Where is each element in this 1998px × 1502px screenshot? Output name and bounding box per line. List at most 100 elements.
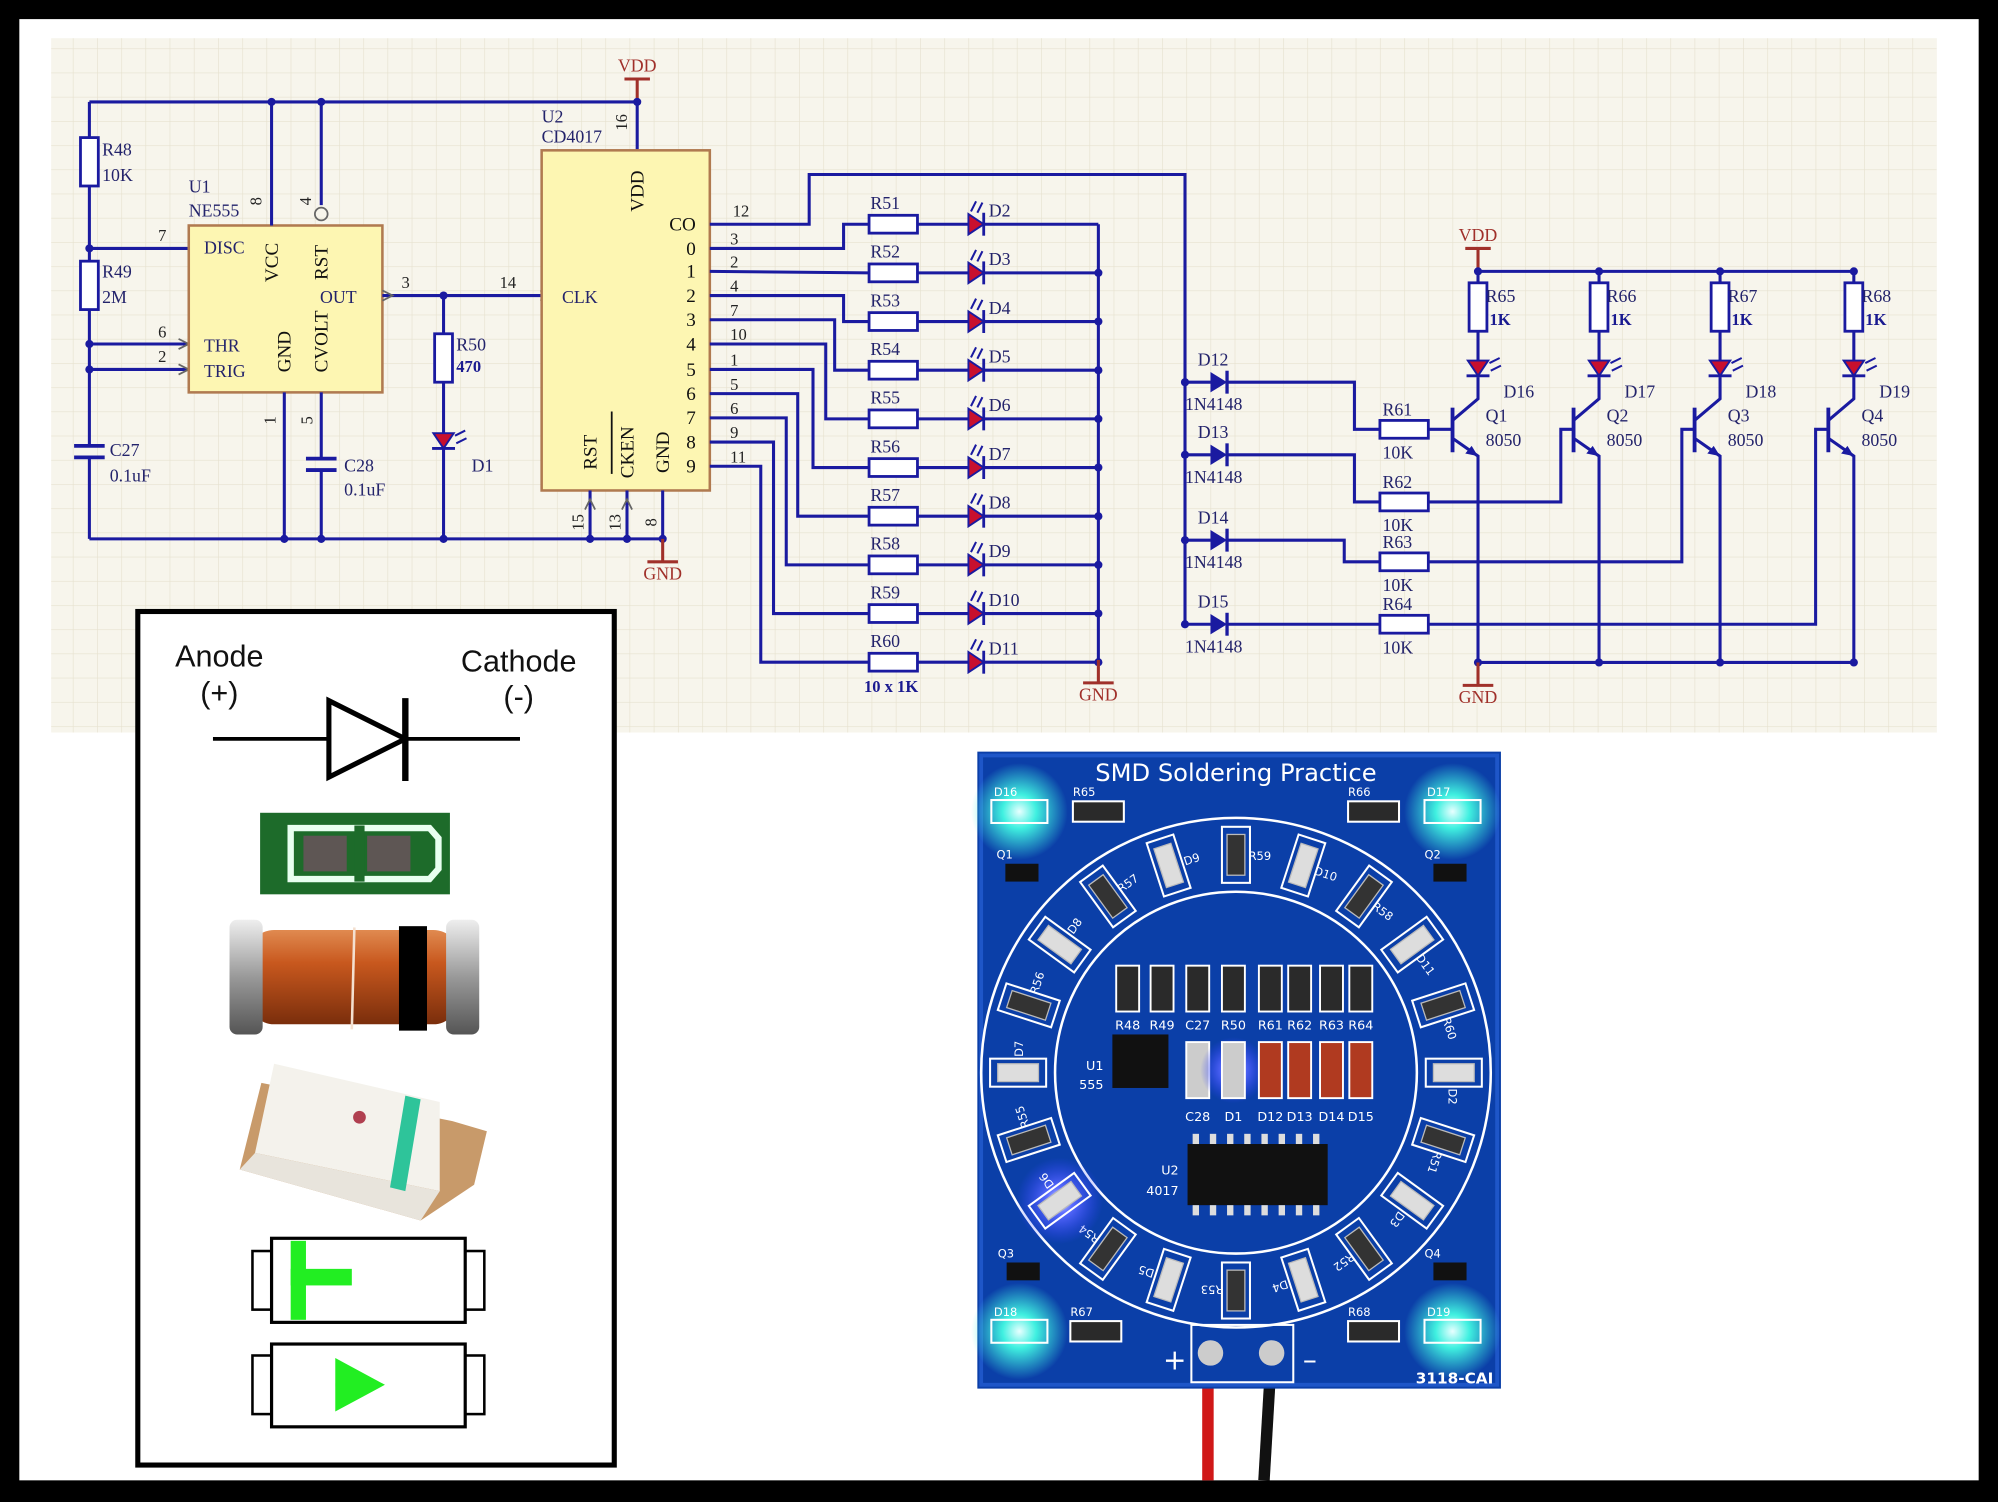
melf-diode-photo (229, 919, 480, 1035)
driver-led-ref: D17 (1625, 381, 1656, 401)
corner-led-d18 (990, 1318, 1049, 1344)
pcb-footprint-photo (260, 812, 450, 895)
ring-component-r57 (1078, 864, 1138, 929)
inner-label: C28 (1185, 1110, 1210, 1125)
gnd-label: GND (643, 564, 682, 584)
u2-output-pin-number: 11 (730, 447, 746, 466)
led-d8 (967, 492, 986, 529)
negative-pad (1258, 1340, 1285, 1366)
chip-pin (1313, 1133, 1320, 1145)
ring-component-d8 (1027, 915, 1093, 974)
led-triangle (1587, 359, 1612, 378)
corner-led-glow (970, 1282, 1068, 1380)
steering-diode-part: 1N4148 (1185, 636, 1243, 656)
resistor-r56 (867, 457, 919, 478)
ring-label: R59 (1249, 849, 1272, 863)
junction-dot (439, 534, 448, 543)
u2-output-pin-number: 9 (730, 423, 738, 442)
inner-label: R62 (1287, 1018, 1312, 1033)
led-ref: D7 (989, 444, 1011, 464)
inner-component-r48 (1115, 964, 1141, 1013)
light-arrows-icon (970, 298, 984, 311)
corner-label: R65 (1073, 785, 1096, 799)
u2-pin-co: CO (669, 215, 696, 236)
u1-pin-vcc: VCC (262, 243, 283, 282)
inner-component-r61 (1257, 964, 1283, 1013)
cathode-sign: (-) (503, 680, 534, 714)
wire (1227, 453, 1380, 504)
resistor-r62 (1378, 491, 1430, 513)
u2-pin-rst: RST (580, 434, 601, 469)
r50-ref: R50 (456, 334, 486, 354)
corner-led-d19 (1423, 1318, 1482, 1344)
led-triangle (1466, 359, 1490, 378)
light-arrows-icon (454, 429, 467, 445)
ring-label: R51 (1425, 1150, 1445, 1176)
ring-component-d6 (1027, 1171, 1093, 1230)
driver-led-ref: D19 (1879, 381, 1910, 401)
ring-component-d7 (989, 1057, 1048, 1088)
chip-pin (1295, 1205, 1303, 1216)
diode-symbol-icon (212, 696, 520, 782)
resistor-r65 (1467, 281, 1489, 333)
base-resistor-ref: R64 (1382, 594, 1412, 614)
light-arrows-icon (1610, 357, 1623, 372)
light-arrows-icon (970, 541, 984, 554)
led-d17 (1587, 357, 1623, 378)
resistor-array-note: 10 x 1K (864, 677, 918, 696)
corner-led-d17 (1423, 799, 1482, 824)
led-triangle (967, 309, 986, 334)
corner-transistor-q3 (1006, 1262, 1040, 1281)
ring-component-d3 (1379, 1171, 1445, 1230)
inner-label: C27 (1185, 1018, 1210, 1033)
u2-pin-16: 16 (612, 114, 631, 131)
ring-component-d10 (1280, 833, 1327, 898)
light-arrows-icon (1731, 357, 1744, 372)
diode-marking-outline-icon (251, 1342, 486, 1429)
r50-value: 470 (456, 357, 481, 376)
output-net (709, 416, 870, 567)
resistor-r66 (1588, 281, 1610, 333)
led-ref: D3 (989, 249, 1011, 269)
junction-dot (280, 534, 289, 543)
driver-resistor-value: 1K (1611, 310, 1632, 329)
driver-resistor-ref: R68 (1861, 286, 1891, 306)
u1-pin-4: 4 (296, 196, 315, 205)
u2-output-pin-number: 10 (730, 325, 747, 344)
ring-label: D9 (1182, 850, 1202, 868)
base-resistor-value: 10K (1382, 575, 1413, 595)
chip-pin (1192, 1133, 1200, 1145)
transistor-ref: Q1 (1486, 406, 1508, 426)
pin-arrow (584, 497, 596, 510)
pcb-u1-part: 555 (1079, 1078, 1103, 1093)
pin-arrow (382, 289, 395, 302)
inner-component-d15 (1348, 1041, 1374, 1100)
corner-transistor-q1 (1005, 863, 1039, 882)
inner-component-r63 (1319, 964, 1344, 1013)
led-ref: D2 (989, 201, 1011, 221)
resistor-r55 (867, 408, 919, 430)
carry-out-net (709, 173, 1187, 625)
c28-value: 0.1uF (344, 480, 385, 500)
corner-label: Q4 (1425, 1246, 1441, 1260)
led-ref: D11 (989, 639, 1019, 659)
output-net (709, 464, 870, 664)
resistor-ref: R58 (870, 534, 900, 554)
ring-component-r55 (996, 1116, 1062, 1164)
inner-label: D12 (1257, 1110, 1283, 1125)
transistor-part: 8050 (1486, 430, 1522, 450)
cathode-label: Cathode (461, 644, 577, 678)
wire (1227, 380, 1380, 431)
transistor-ref: Q2 (1607, 406, 1629, 426)
inner-label: R48 (1115, 1018, 1140, 1033)
output-net (709, 318, 870, 372)
u2-pin-14: 14 (500, 273, 517, 292)
inner-label: D1 (1224, 1110, 1242, 1125)
u2-ref: U2 (542, 106, 564, 126)
resistor-r49 (79, 259, 100, 311)
u2-output-5: 5 (686, 360, 696, 381)
ring-component-r51 (1410, 1116, 1476, 1164)
pcb-code-label: 3118-CAI (1416, 1370, 1494, 1388)
resistor-r52 (867, 262, 919, 284)
